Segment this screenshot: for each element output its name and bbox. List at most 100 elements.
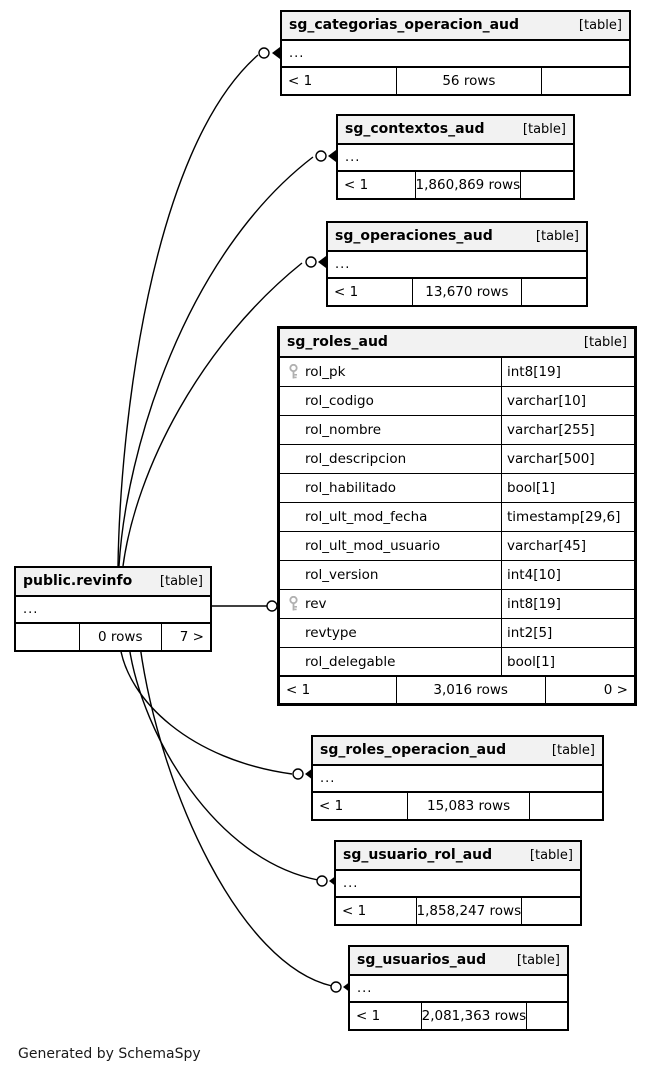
table-type-tag: [table]	[516, 952, 560, 968]
footer-child-count	[527, 1003, 581, 1029]
footer-child-count	[522, 279, 587, 305]
column-name-cell: rev	[280, 590, 502, 618]
table-title: public.revinfo	[23, 573, 133, 589]
edge-revinfo-rolesoper	[119, 645, 293, 775]
column-name-cell: rol_habilitado	[280, 474, 502, 502]
column-icon-placeholder	[288, 422, 299, 438]
footer-child-count	[530, 793, 602, 819]
column-name-label: rol_ult_mod_fecha	[305, 509, 428, 525]
table-column-row[interactable]: rol_habilitado bool[1]	[280, 474, 634, 503]
footer-child-count	[522, 898, 583, 924]
table-node-sg-usuarios-aud[interactable]: sg_usuarios_aud [table] ... < 1 2,081,36…	[348, 945, 569, 1031]
column-type-cell: varchar[10]	[507, 393, 587, 409]
table-column-row[interactable]: rev int8[19]	[280, 590, 634, 619]
column-icon-placeholder	[288, 538, 299, 554]
table-footer: < 1 1,858,247 rows	[336, 898, 580, 924]
table-column-row[interactable]: rol_ult_mod_fecha timestamp[29,6]	[280, 503, 634, 532]
collapsed-columns-indicator[interactable]: ...	[282, 41, 629, 68]
table-type-tag: [table]	[522, 121, 566, 137]
table-header: sg_usuarios_aud [table]	[350, 947, 567, 976]
footer-row-count: 0 rows	[80, 624, 162, 650]
collapsed-columns-indicator[interactable]: ...	[336, 871, 580, 898]
table-column-row[interactable]: revtype int2[5]	[280, 619, 634, 648]
column-name-label: revtype	[305, 625, 357, 641]
table-type-tag: [table]	[551, 742, 595, 758]
footer-parent-count	[16, 624, 81, 650]
column-type-cell: int2[5]	[507, 625, 553, 641]
column-name-cell: rol_version	[280, 561, 502, 589]
table-node-sg-categorias-operacion-aud[interactable]: sg_categorias_operacion_aud [table] ... …	[280, 10, 631, 96]
column-name-cell: rol_delegable	[280, 648, 502, 675]
table-node-public-revinfo[interactable]: public.revinfo [table] ... 0 rows 7 >	[14, 566, 212, 652]
collapsed-columns-indicator[interactable]: ...	[313, 766, 602, 793]
table-footer: < 1 3,016 rows 0 >	[280, 677, 634, 703]
table-column-row[interactable]: rol_descripcion varchar[500]	[280, 445, 634, 474]
column-name-cell: rol_ult_mod_usuario	[280, 532, 502, 560]
column-name-label: rol_descripcion	[305, 451, 407, 467]
column-type-cell: varchar[255]	[507, 422, 595, 438]
collapsed-columns-indicator[interactable]: ...	[16, 597, 210, 624]
table-node-sg-roles-operacion-aud[interactable]: sg_roles_operacion_aud [table] ... < 1 1…	[311, 735, 604, 821]
column-name-cell: rol_descripcion	[280, 445, 502, 473]
table-title: sg_usuarios_aud	[357, 952, 487, 968]
table-header: public.revinfo [table]	[16, 568, 210, 597]
generator-credit: Generated by SchemaSpy	[18, 1046, 201, 1062]
table-title: sg_categorias_operacion_aud	[289, 17, 520, 33]
footer-parent-count: < 1	[336, 898, 417, 924]
footer-row-count: 15,083 rows	[408, 793, 530, 819]
table-footer: 0 rows 7 >	[16, 624, 210, 650]
footer-child-count: 0 >	[603, 682, 628, 698]
column-type-cell: bool[1]	[507, 480, 555, 496]
footer-parent-count: < 1	[282, 68, 397, 94]
column-type-cell: varchar[500]	[507, 451, 595, 467]
table-type-tag: [table]	[583, 334, 627, 350]
footer-child-count	[542, 68, 629, 94]
footer-row-count: 3,016 rows	[397, 677, 546, 703]
table-header: sg_roles_aud [table]	[280, 329, 634, 358]
table-type-tag: [table]	[535, 228, 579, 244]
footer-child-count: 7 >	[179, 629, 204, 645]
table-header: sg_contextos_aud [table]	[338, 116, 573, 145]
column-name-cell: rol_codigo	[280, 387, 502, 415]
column-name-label: rol_habilitado	[305, 480, 397, 496]
key-icon	[288, 364, 299, 380]
collapsed-columns-indicator[interactable]: ...	[328, 252, 586, 279]
table-header: sg_operaciones_aud [table]	[328, 223, 586, 252]
footer-parent-count: < 1	[313, 793, 409, 819]
table-title: sg_usuario_rol_aud	[343, 847, 493, 863]
column-type-cell: int8[19]	[507, 596, 561, 612]
table-column-row[interactable]: rol_codigo varchar[10]	[280, 387, 634, 416]
key-icon	[288, 596, 299, 612]
table-title: sg_roles_aud	[287, 334, 388, 350]
table-node-sg-operaciones-aud[interactable]: sg_operaciones_aud [table] ... < 1 13,67…	[326, 221, 588, 307]
column-icon-placeholder	[288, 480, 299, 496]
table-node-sg-usuario-rol-aud[interactable]: sg_usuario_rol_aud [table] ... < 1 1,858…	[334, 840, 582, 926]
footer-parent-count: < 1	[350, 1003, 422, 1029]
column-icon-placeholder	[288, 509, 299, 525]
column-name-cell: rol_pk	[280, 358, 502, 386]
footer-child-count	[521, 172, 580, 198]
column-name-cell: rol_ult_mod_fecha	[280, 503, 502, 531]
footer-row-count: 1,858,247 rows	[417, 898, 523, 924]
collapsed-columns-indicator[interactable]: ...	[350, 976, 567, 1003]
column-name-label: rol_delegable	[305, 653, 396, 670]
column-type-cell: timestamp[29,6]	[507, 509, 621, 525]
column-icon-placeholder	[288, 567, 299, 583]
column-icon-placeholder	[288, 654, 299, 670]
column-icon-placeholder	[288, 393, 299, 409]
collapsed-columns-indicator[interactable]: ...	[338, 145, 573, 172]
footer-row-count: 2,081,363 rows	[422, 1003, 528, 1029]
edge-revinfo-operaciones	[122, 262, 303, 567]
column-name-label: rol_ult_mod_usuario	[305, 538, 441, 554]
footer-parent-count: < 1	[338, 172, 416, 198]
table-node-sg-contextos-aud[interactable]: sg_contextos_aud [table] ... < 1 1,860,8…	[336, 114, 575, 200]
table-type-tag: [table]	[529, 847, 573, 863]
